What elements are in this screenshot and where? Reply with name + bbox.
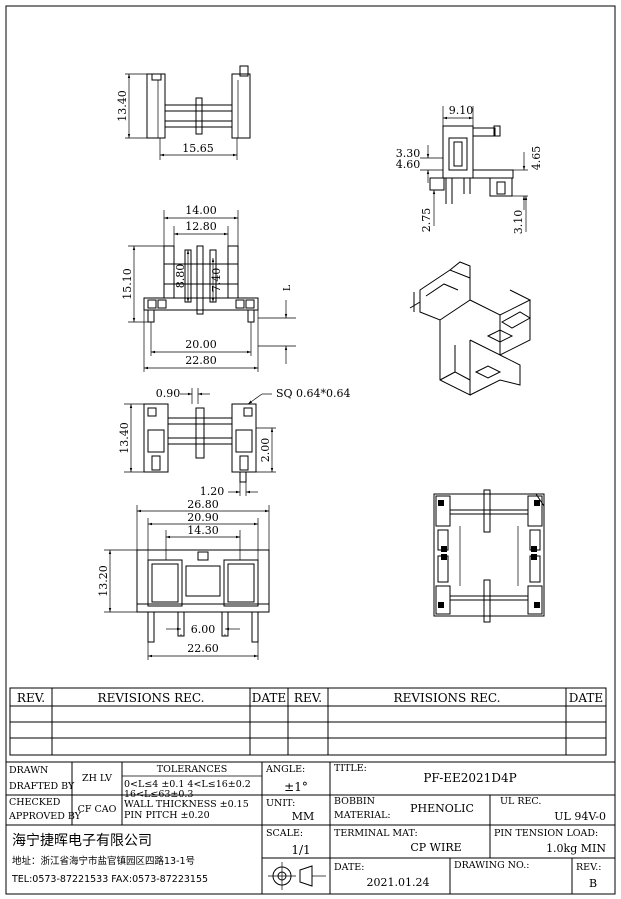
tolerance-line-3: WALL THICKNESS ±0.15 <box>124 799 249 810</box>
angle-value: ±1° <box>284 780 308 794</box>
dim-front-w2: 12.80 <box>185 220 217 233</box>
rev-header-left: REV. <box>17 691 45 705</box>
dim-bottom-pin-len: 1.20 <box>200 485 225 498</box>
dim-side-e: 3.10 <box>512 210 525 235</box>
isometric-view <box>409 261 532 396</box>
rev-label: REV.: <box>576 862 602 873</box>
dim-plan-w3: 14.30 <box>187 524 219 537</box>
dim-bottom-sq: SQ 0.64*0.64 <box>276 387 351 400</box>
checked-label: CHECKED <box>9 797 61 808</box>
company-name: 海宁捷晖电子有限公司 <box>12 832 152 849</box>
dim-top-length: 15.65 <box>182 142 214 155</box>
date-header-right: DATE <box>569 691 603 705</box>
dim-front-total: 22.80 <box>185 354 217 367</box>
date-header-left: DATE <box>252 691 286 705</box>
sheet-border <box>5 5 616 895</box>
revisions-table: REV. REVISIONS REC. DATE REV. REVISIONS … <box>9 687 607 756</box>
rec-header-right: REVISIONS REC. <box>394 691 501 705</box>
unit-label: UNIT: <box>266 798 295 809</box>
rec-header-left: REVISIONS REC. <box>98 691 205 705</box>
dim-front-pin-span: 20.00 <box>185 338 217 351</box>
dim-top-height: 13.40 <box>116 90 129 122</box>
date-label: DATE: <box>334 862 364 873</box>
scale-value: 1/1 <box>291 843 310 857</box>
dim-side-b: 4.60 <box>396 158 421 171</box>
drafted-label: DRAFTED BY <box>9 781 75 792</box>
pin-plan-view <box>433 489 545 623</box>
dim-plan-w1: 26.80 <box>187 498 219 511</box>
dim-plan-total: 22.60 <box>187 642 219 655</box>
approved-label: APPROVED BY <box>8 811 82 822</box>
drawing-no-label: DRAWING NO.: <box>454 860 529 871</box>
scale-label: SCALE: <box>266 828 303 839</box>
dim-bottom-h2: 2.00 <box>259 438 272 463</box>
bobbin-label: BOBBIN <box>334 796 375 807</box>
title-label: TITLE: <box>334 763 367 774</box>
dim-bottom-height: 13.40 <box>118 422 131 454</box>
plan-view: 26.80 20.90 14.30 13.20 6.00 22.60 <box>97 498 270 660</box>
bottom-view: 0.90 SQ 0.64*0.64 13.40 2.00 1.20 <box>118 387 351 498</box>
title-value: PF-EE2021D4P <box>423 771 516 785</box>
dim-side-width: 9.10 <box>449 104 474 117</box>
dim-side-c: 4.65 <box>530 146 543 171</box>
company-address: 地址：浙江省海宁市盐官镇园区四路13-1号 <box>12 855 195 867</box>
front-view: 14.00 12.80 15.10 8.80 7.40 L 20.00 22.8… <box>121 204 296 372</box>
projection-symbol-icon <box>268 862 326 890</box>
tension-value: 1.0kg MIN <box>546 842 606 855</box>
title-block: DRAWN DRAFTED BY ZH LV CHECKED APPROVED … <box>5 761 616 895</box>
dim-side-a: 3.30 <box>396 147 421 160</box>
dim-front-l: L <box>282 284 293 291</box>
dim-plan-w2: 20.90 <box>187 511 219 524</box>
tolerances-label: TOLERANCES <box>157 764 227 775</box>
material-value: PHENOLIC <box>410 802 474 815</box>
ul-label: UL REC. <box>500 796 541 807</box>
unit-value: MM <box>292 810 315 823</box>
drawn-label: DRAWN <box>9 765 48 776</box>
drafted-by: ZH LV <box>82 773 112 784</box>
dim-side-d: 2.75 <box>420 208 433 233</box>
company-contact: TEL:0573-87221533 FAX:0573-87223155 <box>11 874 208 885</box>
rev-header-right: REV. <box>294 691 322 705</box>
dim-front-h3: 7.40 <box>210 268 223 293</box>
top-view: 13.40 15.65 <box>116 65 251 160</box>
tolerance-line-2: 16<L≤63±0.3 <box>124 789 193 800</box>
dim-front-h2: 8.80 <box>174 264 187 289</box>
tension-label: PIN TENSION LOAD: <box>494 828 598 839</box>
terminal-value: CP WIRE <box>410 841 461 854</box>
tolerance-line-1: 0<L≤4 ±0.1 4<L≤16±0.2 <box>124 779 251 790</box>
dim-plan-pitch: 6.00 <box>191 623 216 636</box>
dim-plan-height: 13.20 <box>97 565 110 597</box>
dim-bottom-pin: 0.90 <box>156 387 181 400</box>
angle-label: ANGLE: <box>265 764 305 775</box>
terminal-label: TERMINAL MAT: <box>334 828 418 839</box>
material-label: MATERIAL: <box>334 810 391 821</box>
ul-value: UL 94V-0 <box>554 810 606 823</box>
rev-value: B <box>589 877 597 890</box>
tolerance-line-4: PIN PITCH ±0.20 <box>124 810 210 821</box>
dim-front-w1: 14.00 <box>185 204 217 217</box>
dim-front-h: 15.10 <box>121 268 134 300</box>
side-view: 9.10 3.30 4.60 4.65 2.75 3.10 <box>396 104 543 234</box>
date-value: 2021.01.24 <box>367 876 430 889</box>
approved-by: CF CAO <box>78 804 117 815</box>
